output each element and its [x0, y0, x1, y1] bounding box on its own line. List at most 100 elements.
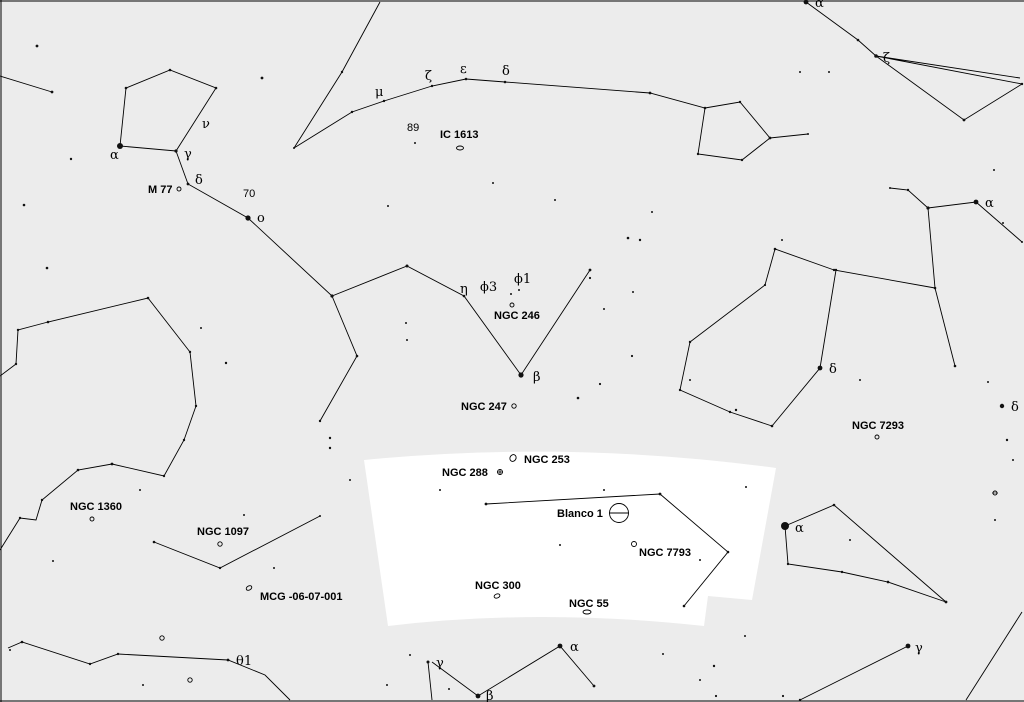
phe-gamma-label: γ: [436, 656, 444, 671]
star-dot: [76, 468, 80, 472]
star-dot: [559, 544, 561, 546]
star-dot: [926, 206, 930, 210]
small-galaxy-symbol: [159, 635, 165, 641]
star-dot: [630, 354, 634, 358]
star-dot: [117, 143, 123, 149]
star-dot: [319, 515, 321, 517]
ngc1097-galaxy-symbol: [217, 541, 223, 547]
star-dot: [781, 522, 789, 530]
object-labels: IC 1613 M 77 NGC 246 NGC 247 NGC 253 NGC…: [70, 129, 904, 610]
planetary-nebula-symbol: [992, 490, 998, 496]
star-dot: [448, 688, 450, 690]
star-dot: [439, 489, 441, 491]
star-dot: [962, 118, 966, 122]
star-dot: [662, 653, 664, 655]
mcg-galaxy-symbol: [245, 585, 253, 591]
star-dot: [35, 44, 39, 48]
star-dot: [273, 567, 275, 569]
eri-theta1-label: θ1: [236, 654, 252, 669]
ngc1360-nebula-symbol: [89, 516, 95, 522]
star-dot: [973, 199, 979, 205]
star-dot: [588, 268, 592, 272]
star-dot: [349, 479, 351, 481]
star-dot: [712, 664, 716, 668]
star-dot: [52, 560, 54, 562]
star-dot: [146, 296, 150, 300]
star-dot: [139, 489, 141, 491]
cetus-head-line: [119, 69, 217, 152]
star-dot: [889, 187, 891, 189]
star-dot: [426, 660, 430, 664]
star-dot: [142, 684, 144, 686]
star-dot: [859, 379, 861, 381]
star-dot: [88, 662, 92, 666]
star-dot: [330, 294, 334, 298]
star-dot: [803, 0, 809, 5]
star-dot: [588, 276, 592, 280]
star-dot: [328, 436, 332, 440]
ngc253-galaxy-symbol: [509, 454, 517, 462]
star-dot: [678, 388, 682, 392]
deep-sky-objects: [89, 145, 998, 683]
psc-epsilon-label: ε: [460, 62, 467, 77]
star-dot: [658, 492, 662, 496]
ngc247-galaxy-symbol: [511, 403, 517, 409]
star-dot: [781, 239, 783, 241]
star-dot: [648, 91, 652, 95]
m77-label: M 77: [148, 184, 172, 196]
star-dot: [46, 320, 50, 324]
ngc246-nebula-symbol: [509, 302, 515, 308]
star-dot: [355, 354, 359, 358]
star-dot: [740, 158, 744, 162]
psa-alpha-label: α: [795, 521, 804, 536]
star-dot: [16, 328, 20, 332]
star-dot: [409, 654, 411, 656]
star-dot: [688, 340, 692, 344]
peg-alpha-label: α: [815, 0, 824, 11]
ngc300-galaxy-symbol: [493, 593, 501, 599]
psc-mu-label: μ: [375, 85, 383, 100]
blanco1-label: Blanco 1: [557, 508, 603, 520]
star-dot: [350, 110, 354, 114]
ngc288-cluster-symbol: [497, 469, 503, 475]
ngc288-label: NGC 288: [442, 467, 488, 479]
star-dot: [14, 362, 18, 366]
star-dot: [944, 600, 948, 604]
star-dot: [386, 684, 388, 686]
star-dot: [994, 519, 996, 521]
star-dot: [592, 684, 596, 688]
cetus-body-line: [175, 150, 591, 376]
phoenix-line: [427, 661, 433, 701]
star-dot: [430, 84, 434, 88]
sculptor-line: [485, 493, 729, 607]
star-dot: [18, 516, 22, 520]
star-dot: [200, 327, 202, 329]
peg-zeta-label: ζ: [883, 51, 890, 66]
star-dot: [387, 205, 389, 207]
star-dot: [260, 76, 264, 80]
star-dot: [1002, 222, 1004, 224]
star-labels: μ ζ ε δ 89 α γ ν δ 70 ο η ϕ3 ϕ1 β α ζ α …: [110, 0, 1019, 702]
grus-bottom-line: [799, 645, 909, 701]
star-dot: [182, 438, 186, 442]
star-dot: [405, 264, 409, 268]
cet-phi3-label: ϕ3: [480, 280, 497, 295]
star-dot: [632, 291, 634, 293]
ngc7793-label: NGC 7793: [639, 547, 691, 559]
star-dot: [245, 215, 251, 221]
star-dot: [152, 540, 156, 544]
star-dot: [799, 71, 801, 73]
star-dot: [464, 77, 468, 81]
ngc55-label: NGC 55: [569, 598, 609, 610]
star-dot: [518, 372, 524, 378]
star-dot: [840, 570, 844, 574]
cet-70-label: 70: [243, 188, 255, 200]
pisces-circlet-line: [697, 107, 771, 161]
star-dot: [1020, 82, 1024, 86]
star-dot: [405, 322, 407, 324]
cet-alpha-label: α: [110, 148, 119, 163]
star-dot: [340, 70, 344, 74]
star-dot: [626, 236, 630, 240]
star-dot: [224, 361, 228, 365]
